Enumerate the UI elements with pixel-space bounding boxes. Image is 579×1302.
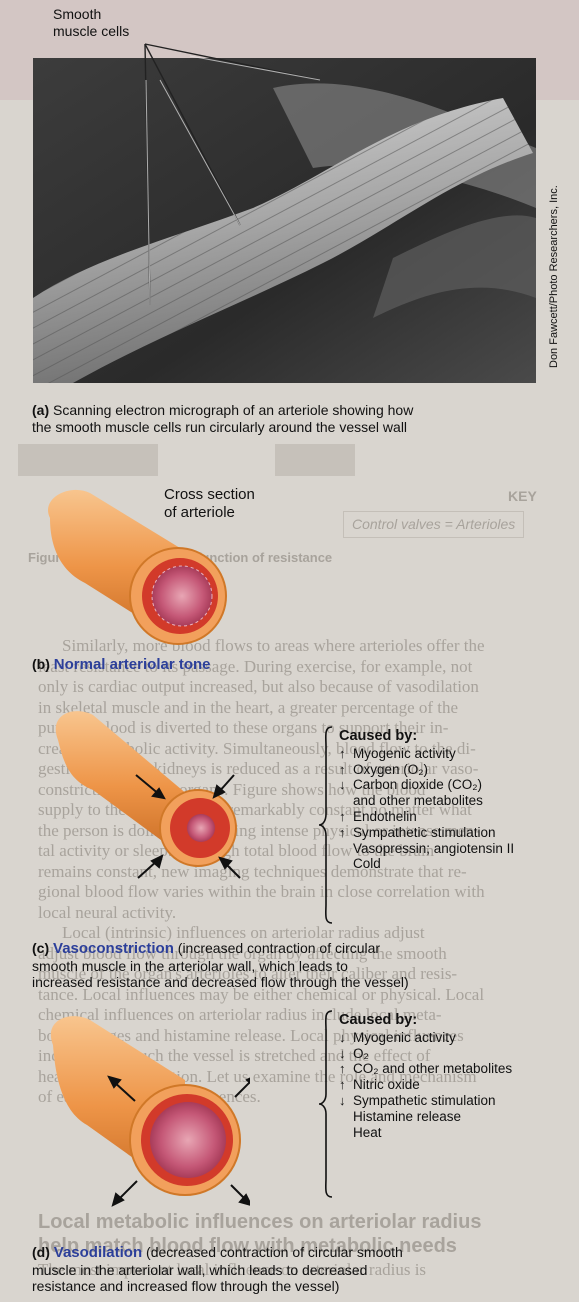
cross-section-label-line-1: Cross section (164, 486, 255, 504)
caption-d-title: Vasodilation (54, 1244, 142, 1261)
caption-b-title: Normal arteriolar tone (54, 656, 211, 673)
brace-d (318, 1010, 334, 1198)
cause-item-text: CO₂ and other metabolites (353, 1061, 512, 1077)
bleed-paragraph-line: gional blood flow varies within the brai… (38, 882, 578, 903)
cause-item: ↓Myogenic activity (339, 1030, 512, 1046)
caption-d-line-2: muscle in the arteriolar wall, which lea… (32, 1262, 403, 1279)
smooth-muscle-label: Smooth muscle cells (53, 6, 129, 40)
cause-item-text: Myogenic activity (353, 1030, 456, 1046)
up-arrow-icon: ↑ (339, 762, 353, 778)
photo-credit: Don Fawcett/Photo Researchers, Inc. (548, 185, 560, 368)
up-arrow-icon: ↑ (339, 825, 353, 841)
caption-c-title: Vasoconstriction (53, 940, 174, 957)
caused-by-heading-d: Caused by: (339, 1013, 512, 1029)
cause-item: Cold (339, 856, 514, 872)
no-arrow (339, 841, 353, 857)
caption-d-line-3: resistance and increased flow through th… (32, 1278, 403, 1295)
cause-item: Vasopressin; angiotensin II (339, 841, 514, 857)
cause-item: ↑Myogenic activity (339, 746, 514, 762)
cross-section-label-line-2: of arteriole (164, 504, 255, 522)
caption-b-letter: (b) (32, 656, 50, 672)
caused-by-list-d: Caused by: ↓Myogenic activity↓O₂↑CO₂ and… (339, 1013, 512, 1140)
bleed-paragraph-line: local neural activity. (38, 903, 578, 924)
brace-c (318, 726, 334, 924)
smooth-muscle-label-line-2: muscle cells (53, 23, 129, 40)
cause-item-text: Vasopressin; angiotensin II (353, 841, 514, 857)
bleed-paragraph-line: only is cardiac output increased, but al… (38, 677, 578, 698)
cause-item-text: Cold (353, 856, 381, 872)
cause-item-text: Myogenic activity (353, 746, 456, 762)
cause-item: ↓O₂ (339, 1046, 512, 1062)
cause-item: ↑Endothelin (339, 809, 514, 825)
caused-by-heading-c: Caused by: (339, 729, 514, 745)
cause-item-text: Nitric oxide (353, 1077, 420, 1093)
bleed-key-title: KEY (508, 486, 537, 507)
cause-item: ↑Oxygen (O₂) (339, 762, 514, 778)
down-arrow-icon: ↓ (339, 1093, 353, 1109)
caption-c-line-2: smooth muscle in the arteriolar wall, wh… (32, 958, 409, 975)
cause-item: ↑Sympathetic stimulation (339, 825, 514, 841)
cause-item-text: Heat (353, 1125, 382, 1141)
up-arrow-icon: ↑ (339, 746, 353, 762)
no-arrow (339, 856, 353, 872)
cause-item: Heat (339, 1125, 512, 1141)
down-arrow-icon: ↓ (339, 1046, 353, 1062)
cause-item-text: Carbon dioxide (CO₂) (353, 777, 482, 793)
down-arrow-icon: ↓ (339, 777, 353, 793)
cause-item: Histamine release (339, 1109, 512, 1125)
caption-a-letter: (a) (32, 402, 49, 418)
caption-d-letter: (d) (32, 1244, 50, 1260)
bleed-box-mid (275, 444, 355, 476)
up-arrow-icon: ↑ (339, 1061, 353, 1077)
caption-b: (b) Normal arteriolar tone (32, 656, 211, 674)
smooth-muscle-label-line-1: Smooth (53, 6, 129, 23)
vasoconstriction-illustration (28, 700, 248, 880)
caption-a-line-2: the smooth muscle cells run circularly a… (32, 419, 413, 436)
bleed-key-text: Control valves = Arterioles (343, 511, 524, 538)
up-arrow-icon: ↑ (339, 809, 353, 825)
caption-c-line-3: increased resistance and decreased flow … (32, 974, 409, 991)
cause-item-text: Histamine release (353, 1109, 461, 1125)
cause-item-text: and other metabolites (353, 793, 483, 809)
cause-item-text: O₂ (353, 1046, 369, 1062)
caption-a-line-1: Scanning electron micrograph of an arter… (53, 402, 413, 418)
caption-c-line-1: (increased contraction of circular (178, 940, 380, 956)
no-arrow (339, 1109, 353, 1125)
cause-item: ↓Carbon dioxide (CO₂) (339, 777, 514, 793)
no-arrow (339, 793, 353, 809)
caption-c: (c) Vasoconstriction (increased contract… (32, 940, 409, 991)
caption-d-line-1: (decreased contraction of circular smoot… (146, 1244, 403, 1260)
caused-by-list-c: Caused by: ↑Myogenic activity↑Oxygen (O₂… (339, 729, 514, 872)
caption-d: (d) Vasodilation (decreased contraction … (32, 1244, 403, 1295)
no-arrow (339, 1125, 353, 1141)
cause-item: ↓Sympathetic stimulation (339, 1093, 512, 1109)
caption-c-letter: (c) (32, 940, 49, 956)
cause-item: ↑Nitric oxide (339, 1077, 512, 1093)
cause-item-text: Sympathetic stimulation (353, 825, 496, 841)
cross-section-label: Cross section of arteriole (164, 486, 255, 522)
up-arrow-icon: ↑ (339, 1077, 353, 1093)
cause-item: and other metabolites (339, 793, 514, 809)
cause-item-text: Endothelin (353, 809, 417, 825)
bleed-box-left (18, 444, 158, 476)
vasodilation-illustration (25, 1005, 250, 1220)
cause-item-text: Sympathetic stimulation (353, 1093, 496, 1109)
down-arrow-icon: ↓ (339, 1030, 353, 1046)
caption-a: (a) Scanning electron micrograph of an a… (32, 402, 413, 435)
pointer-lines (0, 0, 579, 400)
cause-item: ↑CO₂ and other metabolites (339, 1061, 512, 1077)
cause-item-text: Oxygen (O₂) (353, 762, 428, 778)
